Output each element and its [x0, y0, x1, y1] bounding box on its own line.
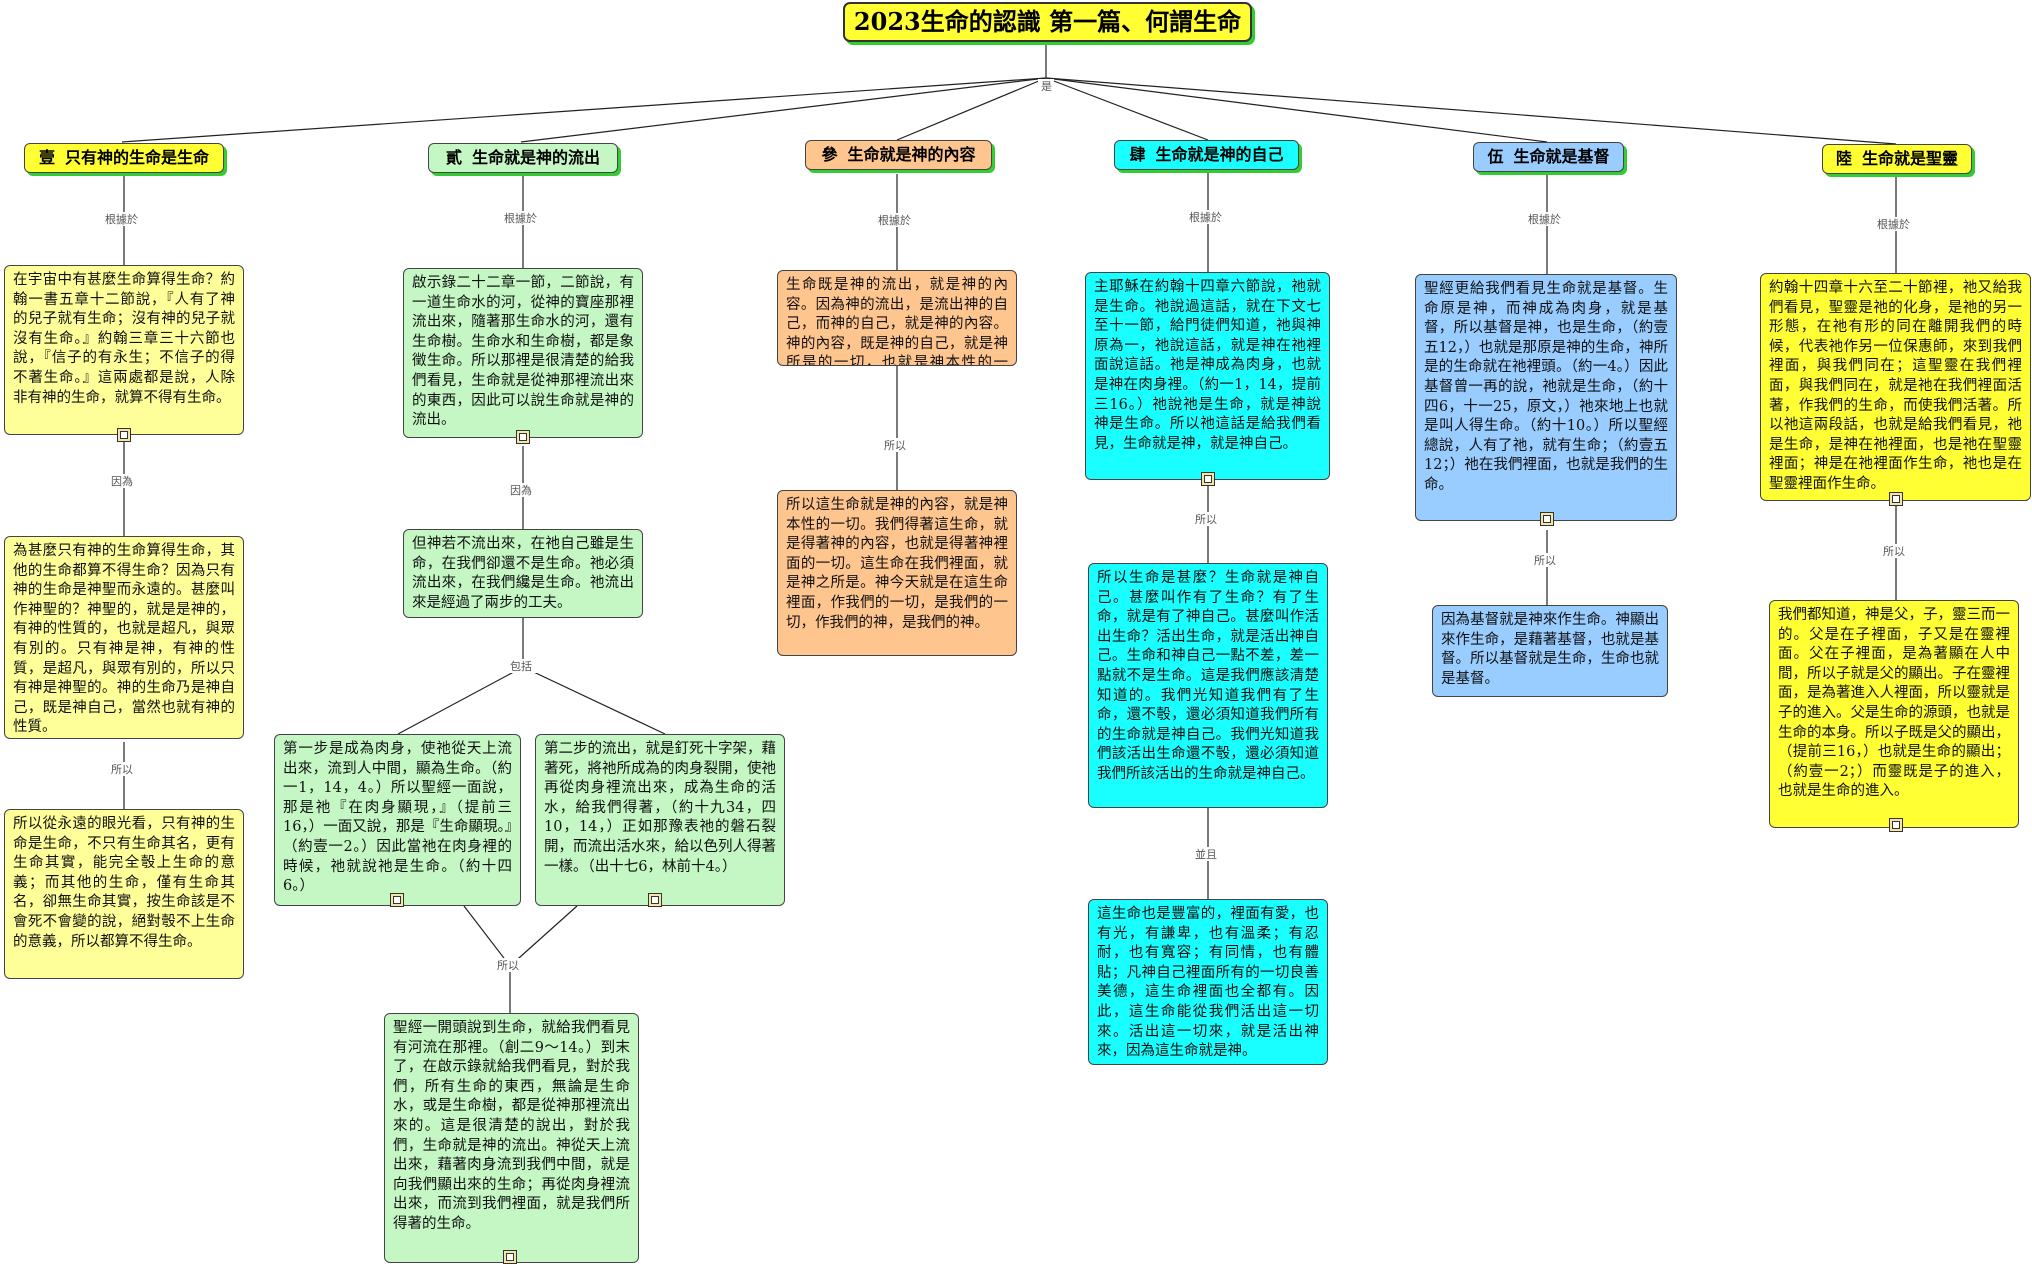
topic-2[interactable]: 貳生命就是神的流出: [428, 143, 618, 173]
note-icon[interactable]: [1889, 818, 1903, 832]
topic-5-number: 伍: [1487, 147, 1504, 166]
b2-node-2[interactable]: 但神若不流出來，在祂自己雖是生命，在我們卻還不是生命。祂必須流出來，在我們纔是生…: [403, 529, 643, 618]
note-icon[interactable]: [117, 428, 131, 442]
topic-2-number: 貳: [445, 148, 462, 167]
topic-1-label: 只有神的生命是生命: [65, 148, 210, 167]
b3-node-1[interactable]: 生命既是神的流出，就是神的內容。因為神的流出，是流出神的自己，而神的自己，就是神…: [777, 270, 1017, 366]
b1-node-1[interactable]: 在宇宙中有甚麼生命算得生命？約翰一書五章十二節說，『人有了神的兒子就有生命；沒有…: [4, 265, 244, 435]
topic-4[interactable]: 肆生命就是神的自己: [1114, 140, 1299, 170]
connector-b4-therefore: 所以: [1195, 513, 1217, 526]
b5-node-1[interactable]: 聖經更給我們看見生命就是基督。生命原是神，而神成為肉身，就是基督，所以基督是神，…: [1415, 274, 1677, 521]
b2-node-1[interactable]: 啟示錄二十二章一節，二節說，有一道生命水的河，從神的寶座那裡流出來，隨著那生命水…: [403, 268, 643, 438]
topic-6[interactable]: 陸生命就是聖靈: [1822, 144, 1972, 174]
connector-b5-therefore: 所以: [1534, 554, 1556, 567]
note-icon[interactable]: [516, 430, 530, 444]
topic-1-number: 壹: [38, 148, 55, 167]
connector-b6-therefore: 所以: [1883, 545, 1905, 558]
note-icon[interactable]: [648, 893, 662, 907]
connector-b2-therefore: 所以: [497, 959, 519, 972]
connector-b5-based-on: 根據於: [1528, 212, 1561, 226]
topic-3[interactable]: 參生命就是神的內容: [805, 140, 992, 170]
connector-b6-based-on: 根據於: [1877, 217, 1910, 231]
topic-2-label: 生命就是神的流出: [472, 148, 601, 167]
map-title[interactable]: 2023生命的認識 第一篇、何謂生命: [843, 2, 1252, 42]
topic-4-number: 肆: [1129, 145, 1146, 164]
root-connector-label: 是: [1041, 80, 1052, 93]
connector-b2-because: 因為: [510, 483, 532, 497]
b2-node-step-1[interactable]: 第一步是成為肉身，使祂從天上流出來，流到人中間，顯為生命。（約一1，14，4。）…: [274, 734, 521, 906]
connector-b1-because: 因為: [111, 474, 133, 488]
b1-node-3[interactable]: 所以從永遠的眼光看，只有神的生命是生命，不只有生命其名，更有生命其實，能完全彀上…: [4, 809, 244, 979]
b1-node-2[interactable]: 為甚麼只有神的生命算得生命，其他的生命都算不得生命？因為只有神的生命是神聖而永遠…: [4, 536, 244, 739]
b6-node-1[interactable]: 約翰十四章十六至二十節裡，祂又給我們看見，聖靈是祂的化身，是祂的另一形態，在祂有…: [1760, 273, 2031, 501]
note-icon[interactable]: [1540, 512, 1554, 526]
topic-4-label: 生命就是神的自己: [1155, 145, 1284, 164]
b4-node-3[interactable]: 這生命也是豐富的，裡面有愛，也有光，有謙卑，也有溫柔；有忍耐，也有寬容；有同情，…: [1088, 899, 1328, 1065]
b5-node-2[interactable]: 因為基督就是神來作生命。神顯出來作生命，是藉著基督，也就是基督。所以基督就是生命…: [1432, 605, 1668, 697]
connector-b3-therefore: 所以: [884, 439, 906, 452]
connector-b4-and: 並且: [1195, 847, 1217, 861]
b4-node-2[interactable]: 所以生命是甚麼？生命就是神自己。甚麼叫作有了生命？有了生命，就是有了神自己。甚麼…: [1088, 563, 1328, 808]
connector-b2-based-on: 根據於: [504, 211, 537, 225]
connector-b4-based-on: 根據於: [1189, 210, 1222, 224]
b2-node-conclusion[interactable]: 聖經一開頭說到生命，就給我們看見有河流在那裡。（創二9～14。）到末了，在啟示錄…: [384, 1013, 639, 1263]
b2-node-step-2[interactable]: 第二步的流出，就是釘死十字架，藉著死，將祂所成為的肉身裂開，使祂再從肉身裡流出來…: [535, 734, 785, 906]
topic-6-number: 陸: [1835, 149, 1852, 168]
topic-3-number: 參: [821, 145, 838, 164]
topic-5[interactable]: 伍生命就是基督: [1473, 142, 1624, 172]
topic-3-label: 生命就是神的內容: [847, 145, 976, 164]
topic-5-label: 生命就是基督: [1513, 147, 1610, 166]
note-icon[interactable]: [1201, 472, 1215, 486]
note-icon[interactable]: [503, 1250, 517, 1264]
connector-b1-based-on: 根據於: [105, 212, 138, 226]
note-icon[interactable]: [1889, 492, 1903, 506]
connector-b1-therefore: 所以: [111, 763, 133, 776]
topic-6-label: 生命就是聖靈: [1862, 149, 1959, 168]
b3-node-2[interactable]: 所以這生命就是神的內容，就是神本性的一切。我們得著這生命，就是得著神的內容，也就…: [777, 490, 1017, 656]
b6-node-2[interactable]: 我們都知道，神是父，子，靈三而一的。父是在子裡面，子又是在靈裡面。父在子裡面，是…: [1769, 600, 2019, 828]
b4-node-1[interactable]: 主耶穌在約翰十四章六節說，祂就是生命。祂說過這話，就在下文七至十一節，給門徒們知…: [1085, 272, 1330, 480]
note-icon[interactable]: [390, 893, 404, 907]
connector-b2-including: 包括: [510, 659, 532, 673]
topic-1[interactable]: 壹只有神的生命是生命: [24, 143, 224, 173]
connector-b3-based-on: 根據於: [878, 213, 911, 227]
